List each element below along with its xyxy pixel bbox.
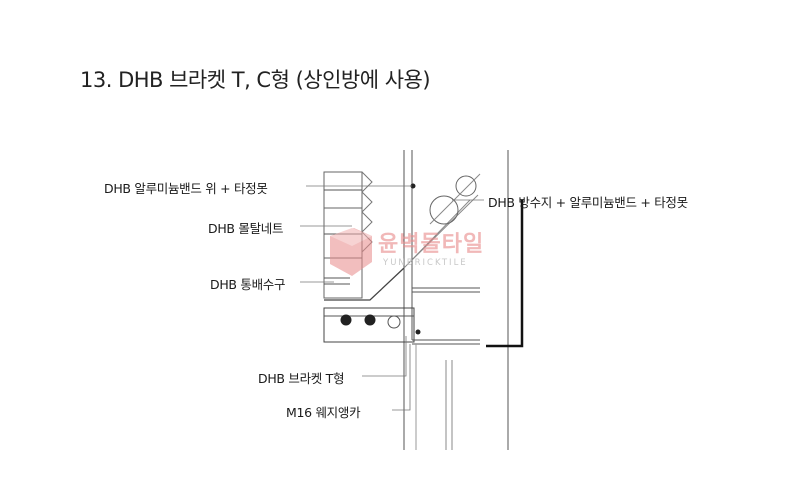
- leader-bracket: [362, 336, 407, 377]
- label-wedge-anchor: M16 웨지앵카: [286, 405, 361, 420]
- label-drain-pipe: DHB 통배수구: [210, 277, 286, 292]
- label-band-top: DHB 알루미늄밴드 위 + 타정못: [104, 181, 268, 196]
- rebar-2: [364, 314, 376, 326]
- watermark-subtext: YUNBRICKTILE: [383, 258, 468, 268]
- flashing-line: [324, 267, 405, 301]
- leader-anchor: [392, 344, 411, 411]
- label-mortar-net: DHB 몰탈네트: [208, 221, 284, 236]
- insulation-circle-2: [455, 175, 477, 197]
- label-waterproof-band: DHB 방수지 + 알루미늄밴드 + 타정못: [488, 195, 688, 210]
- insulation-circle-1: [429, 195, 459, 225]
- label-bracket-t: DHB 브라켓 T형: [258, 371, 345, 386]
- anchor-circle: [387, 315, 401, 329]
- bracket-t-body: [323, 307, 415, 343]
- watermark-text: 윤벽돌타일: [378, 232, 485, 257]
- watermark-logo-icon: [330, 228, 372, 276]
- page-title: 13. DHB 브라켓 T, C형 (상인방에 사용): [80, 68, 431, 92]
- frame-bracket: [486, 200, 524, 348]
- rebar-1: [340, 314, 352, 326]
